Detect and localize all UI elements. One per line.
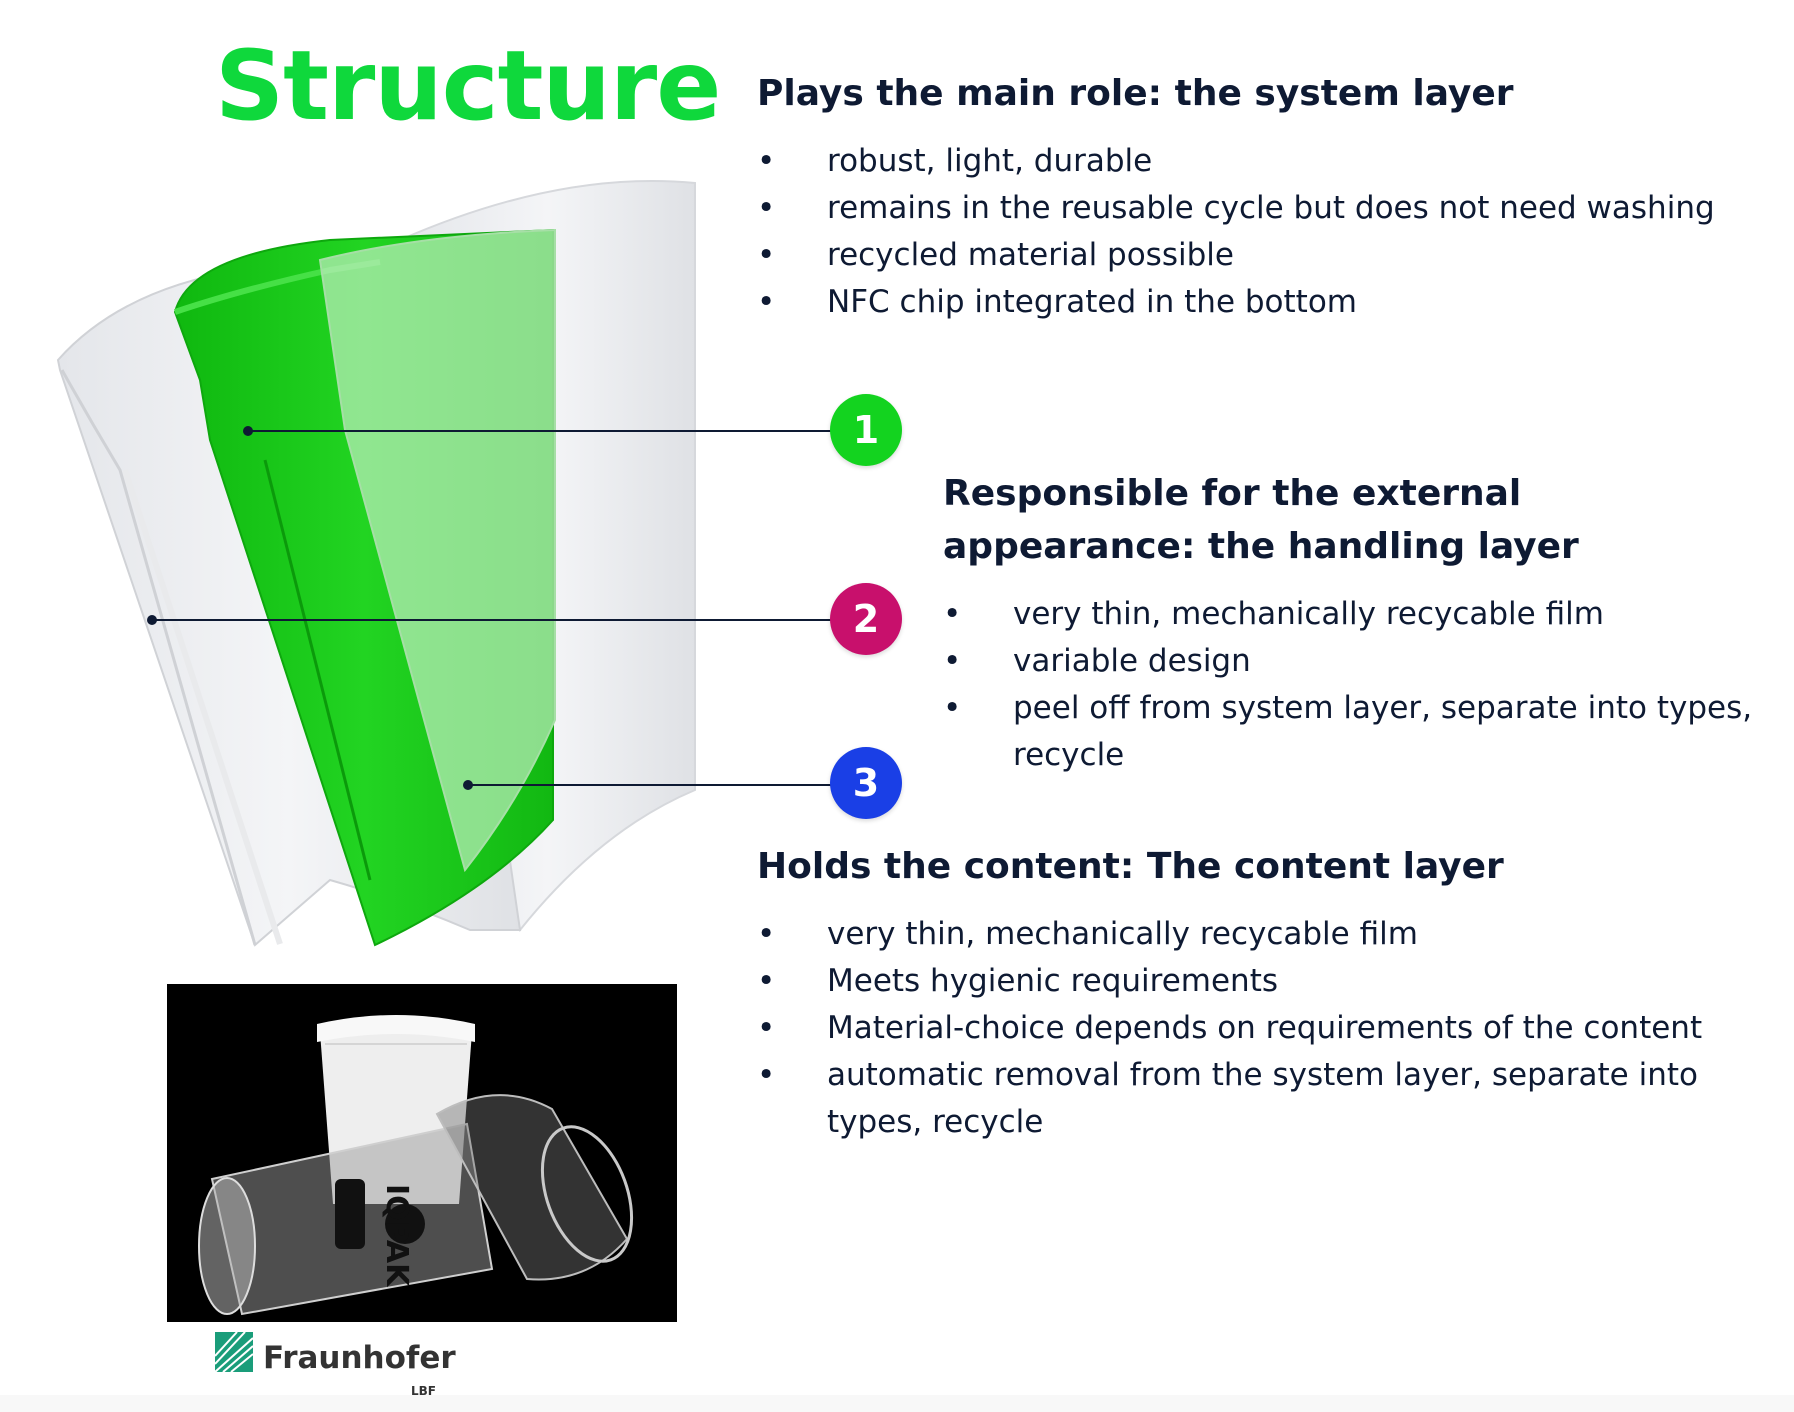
bullet-dot: •: [757, 143, 776, 179]
bullet-dot: •: [757, 284, 776, 320]
list-item-text: remains in the reusable cycle but does n…: [827, 190, 1715, 226]
handling-layer-list: •very thin, mechanically recycable film …: [943, 591, 1783, 779]
callout-badge-1: 1: [830, 394, 902, 466]
list-item-text: recycled material possible: [827, 237, 1234, 273]
system-layer-list: • robust, light, durable • remains in the …: [757, 138, 1737, 326]
callout-badge-3: 3: [830, 747, 902, 819]
list-item-text: Material-choice depends on requirements …: [827, 1010, 1703, 1046]
list-item-text: Meets hygienic requirements: [827, 963, 1278, 999]
list-item: • Meets hygienic requirements: [757, 958, 1737, 1005]
fraunhofer-logo: Fraunhofer LBF: [214, 1331, 456, 1398]
list-item: • very thin, mechanically recycable film: [757, 911, 1737, 958]
cup-brand-text: IQPAK: [379, 1184, 414, 1288]
list-item-text: variable design: [1013, 643, 1251, 679]
iqpak-cups-image: IQPAK: [198, 1015, 634, 1316]
bullet-dot: •: [757, 237, 776, 273]
content-layer-list: •very thin, mechanically recycable film …: [757, 911, 1737, 1146]
callout-dot-1: [243, 426, 253, 436]
handling-layer-section: Responsible for the external appearance:…: [943, 467, 1783, 779]
system-layer-section: Plays the main role: the system layer • r…: [757, 67, 1737, 326]
bullet-dot: •: [943, 643, 962, 679]
product-photo: IQPAK: [167, 984, 677, 1322]
list-item-text: very thin, mechanically recycable film: [1013, 596, 1604, 632]
list-item: • remains in the reusable cycle but does …: [757, 185, 1737, 232]
list-item: • peel off from system layer, separate in…: [943, 685, 1783, 779]
list-item-text: very thin, mechanically recycable film: [827, 916, 1418, 952]
callout-badge-2: 2: [830, 583, 902, 655]
content-layer-heading: Holds the content: The content layer: [757, 846, 1504, 887]
list-item-text: peel off from system layer, separate int…: [1013, 690, 1753, 773]
footer-band: [0, 1395, 1794, 1412]
fraunhofer-institute: LBF: [411, 1384, 436, 1398]
list-item: • very thin, mechanically recycable film: [943, 591, 1783, 638]
list-item-text: NFC chip integrated in the bottom: [827, 284, 1357, 320]
bullet-dot: •: [757, 1010, 776, 1046]
list-item: • robust, light, durable: [757, 138, 1737, 185]
content-layer-section: Holds the content: The content layer • ve…: [757, 840, 1737, 1146]
list-item: • Material-choice depends on requirements…: [757, 1005, 1737, 1052]
bullet-dot: •: [757, 963, 776, 999]
list-item-text: automatic removal from the system layer,…: [827, 1057, 1698, 1140]
bullet-dot: •: [757, 1057, 776, 1093]
callout-dot-2: [147, 615, 157, 625]
bullet-dot: •: [757, 190, 776, 226]
list-item: • automatic removal from the system layer…: [757, 1052, 1737, 1146]
list-item: • recycled material possible: [757, 232, 1737, 279]
fraunhofer-logo-icon: [214, 1331, 254, 1373]
page-title: Structure: [215, 30, 721, 142]
handling-layer-heading: Responsible for the external appearance:…: [943, 473, 1579, 567]
bullet-dot: •: [757, 916, 776, 952]
bullet-dot: •: [943, 690, 962, 726]
list-item-text: robust, light, durable: [827, 143, 1153, 179]
fraunhofer-wordmark: Fraunhofer: [263, 1340, 456, 1376]
list-item: • variable design: [943, 638, 1783, 685]
bullet-dot: •: [943, 596, 962, 632]
list-item: • NFC chip integrated in the bottom: [757, 279, 1737, 326]
system-layer-heading: Plays the main role: the system layer: [757, 73, 1514, 114]
callout-dot-3: [463, 780, 473, 790]
